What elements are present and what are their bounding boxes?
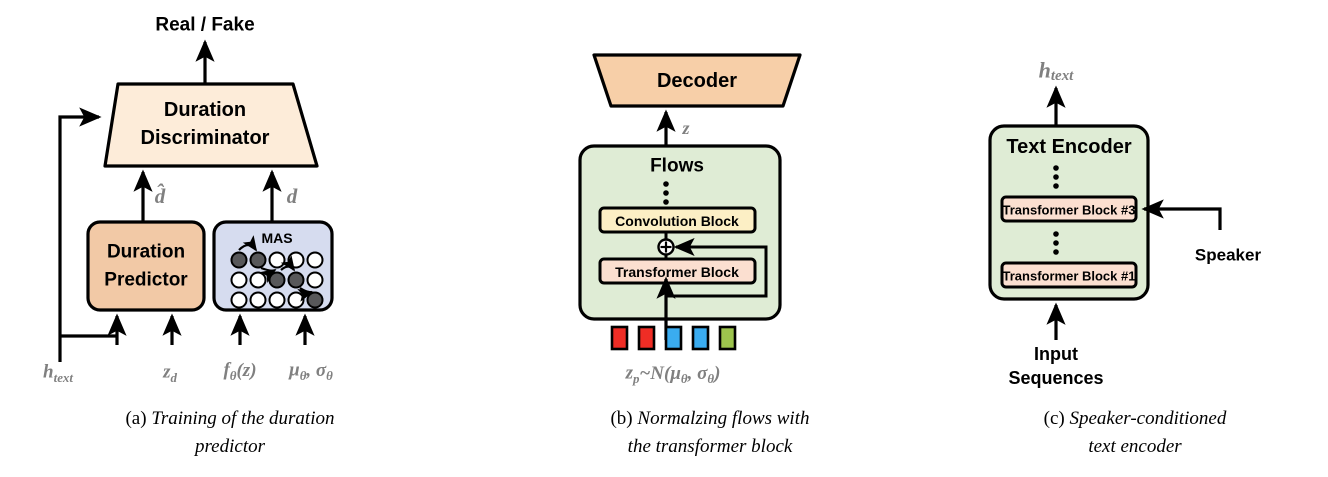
encoder-ellipsis-top-icon — [1053, 165, 1059, 189]
latent-token-squares — [610, 325, 737, 351]
duration-predictor-label-line1: Duration — [107, 242, 185, 263]
flows-ellipsis-icon — [663, 181, 669, 205]
duration-predictor-label-line2: Predictor — [104, 270, 188, 291]
input-label-zp-distribution: zp~N(μθ, σθ) — [625, 363, 721, 386]
caption-a-line1: Training of the duration — [151, 408, 335, 429]
token-square-3 — [664, 325, 683, 351]
label-d-hat: d̂ — [155, 183, 166, 208]
panel-b-svg: Decoder z Flows Convolution Block — [578, 53, 802, 386]
token-square-5 — [718, 325, 737, 351]
duration-predictor-box — [86, 220, 206, 312]
panel-c-svg: htext Text Encoder Transformer Block #3 — [988, 58, 1262, 388]
duration-discriminator-label-line2: Discriminator — [141, 127, 270, 149]
caption-a-line2: predictor — [194, 435, 265, 457]
caption-b-line2: the transformer block — [627, 435, 793, 457]
input-label-htext: htext — [43, 362, 73, 385]
panel-c-speaker-conditioned-encoder: htext Text Encoder Transformer Block #3 — [940, 0, 1328, 400]
token-square-4 — [691, 325, 710, 351]
decoder-label: Decoder — [657, 70, 737, 92]
duration-discriminator-box — [103, 82, 319, 168]
caption-b-line1: Normalzing flows with — [637, 408, 810, 429]
output-label-htext: htext — [1039, 58, 1075, 85]
caption-c-label: (c) — [1043, 408, 1065, 429]
real-fake-label: Real / Fake — [155, 15, 254, 36]
mas-path-arrows — [238, 235, 314, 302]
flows-label: Flows — [650, 156, 704, 177]
caption-c: (c) Speaker-conditioned text encoder — [960, 405, 1310, 460]
arrow-speaker-to-block3 — [1141, 199, 1222, 230]
input-label-zd: zd — [162, 362, 177, 385]
input-label-mu-sigma: μθ, σθ — [288, 360, 333, 383]
input-sequences-label-line1: Input — [1034, 344, 1078, 364]
caption-c-line2: text encoder — [1088, 435, 1182, 457]
transformer-block-1-label: Transformer Block #1 — [1003, 269, 1136, 284]
convolution-block-box — [598, 206, 757, 234]
caption-a-label: (a) — [125, 408, 147, 429]
input-label-ftheta-z: fθ(z) — [223, 360, 256, 383]
label-d: d — [287, 184, 298, 208]
panel-b-normalizing-flows: Decoder z Flows Convolution Block — [470, 0, 940, 400]
residual-skip-connection — [666, 238, 768, 298]
caption-b: (b) Normalzing flows with the transforme… — [500, 405, 920, 460]
transformer-block-box — [598, 257, 757, 285]
path-htext-to-discriminator — [58, 107, 102, 362]
duration-discriminator-label-line1: Duration — [164, 99, 246, 121]
encoder-ellipsis-middle-icon — [1053, 231, 1059, 255]
text-encoder-label: Text Encoder — [1006, 136, 1131, 158]
speaker-label: Speaker — [1195, 246, 1262, 265]
label-z: z — [681, 118, 689, 138]
transformer-block-3-label: Transformer Block #3 — [1003, 203, 1136, 218]
mas-label: MAS — [261, 230, 292, 246]
decoder-box — [592, 53, 802, 108]
panel-a-duration-predictor-training: Real / Fake Duration Discriminator d̂ d … — [0, 0, 470, 400]
token-square-1 — [610, 325, 629, 351]
token-square-2 — [637, 325, 656, 351]
panel-a-svg: Real / Fake Duration Discriminator d̂ d … — [43, 15, 334, 385]
residual-add-node — [657, 238, 675, 256]
caption-a: (a) Training of the duration predictor — [20, 405, 440, 460]
transformer-block-1-box — [1000, 261, 1138, 289]
mas-alignment-grid — [230, 251, 324, 309]
caption-b-label: (b) — [610, 408, 633, 429]
caption-c-line1: Speaker-conditioned — [1069, 408, 1227, 429]
transformer-block-label: Transformer Block — [615, 264, 739, 280]
convolution-block-label: Convolution Block — [615, 213, 739, 229]
input-sequences-label-line2: Sequences — [1008, 368, 1103, 388]
transformer-block-3-box — [1000, 195, 1138, 223]
